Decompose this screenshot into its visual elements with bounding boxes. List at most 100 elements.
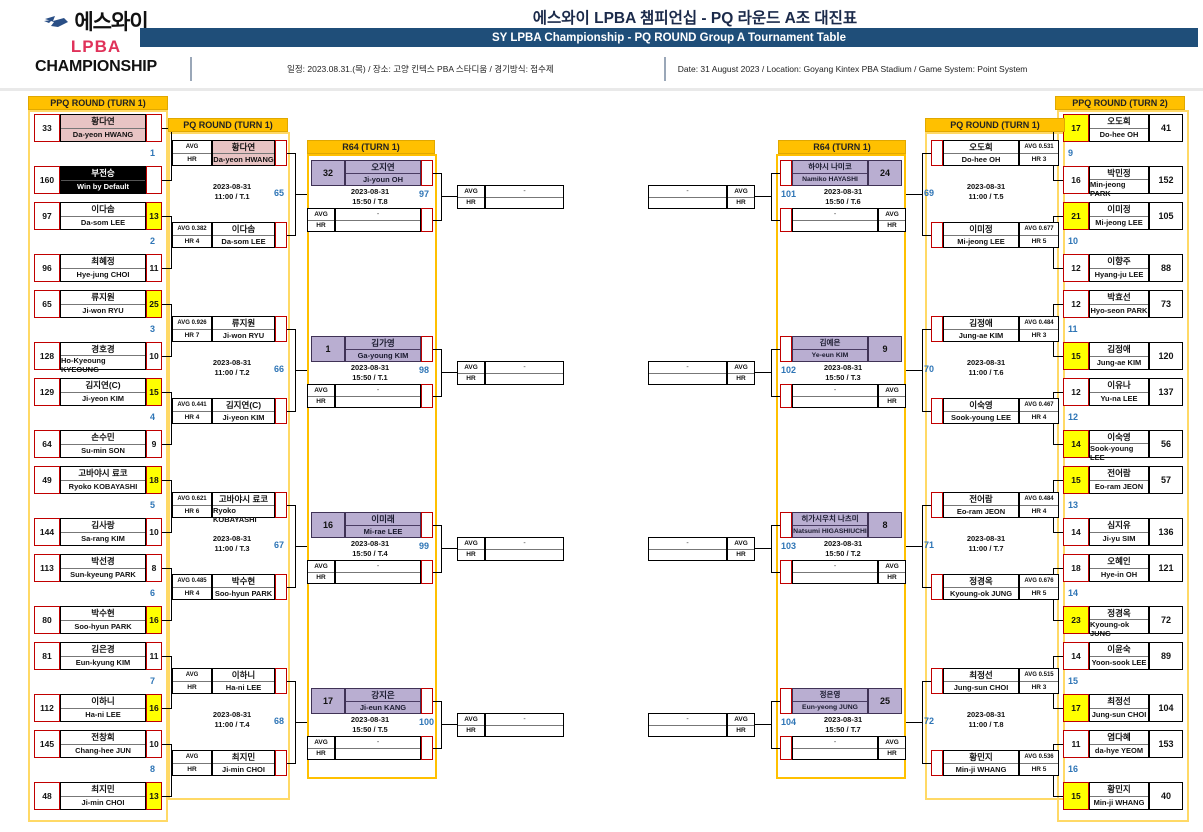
- stat-values: -: [792, 384, 878, 408]
- logo-text-championship: CHAMPIONSHIP: [34, 58, 158, 75]
- player-avg: AVG 0.676: [1020, 575, 1058, 588]
- player-name-en: Ryoko KOBAYASHI: [68, 482, 138, 492]
- player-result-cell: [275, 574, 287, 600]
- match-time: 11:00 / T.5: [968, 192, 1004, 201]
- player-name-en: Jung-ae KIM: [958, 331, 1004, 340]
- player-score: 11: [146, 254, 162, 282]
- player-name-en: Min-ji WHANG: [955, 765, 1007, 774]
- player-score: 10: [146, 518, 162, 546]
- player-rank: 97: [34, 202, 60, 230]
- bracket-connector: [441, 724, 457, 725]
- r64-left-match-number: 97: [419, 189, 430, 199]
- hr-label: HR: [736, 551, 746, 559]
- bracket-connector: [162, 356, 172, 357]
- avg-label: AVG: [728, 714, 754, 726]
- match-time: 15:50 / T.8: [352, 197, 388, 206]
- player-name-ko: 이미래: [346, 513, 420, 526]
- player-name-en: Su-min SON: [81, 446, 125, 456]
- bracket-connector: [771, 525, 772, 573]
- bracket-connector: [433, 701, 442, 702]
- hr-label: HR: [736, 375, 746, 383]
- player-name-ko: 김지연(C): [61, 379, 145, 393]
- player-name-en: Mi-jeong LEE: [957, 237, 1005, 246]
- match-date: 2023-08-31: [966, 182, 1006, 191]
- bracket-connector: [287, 587, 296, 588]
- player-hr: HR 4: [184, 237, 200, 245]
- player-result-cell: [780, 160, 792, 186]
- player-name-ko: 박수현: [213, 575, 274, 588]
- match-date: 2023-08-31: [823, 363, 863, 372]
- player-result-cell: [780, 336, 792, 362]
- hr-label: HR: [887, 574, 897, 582]
- match-date: 2023-08-31: [350, 539, 390, 548]
